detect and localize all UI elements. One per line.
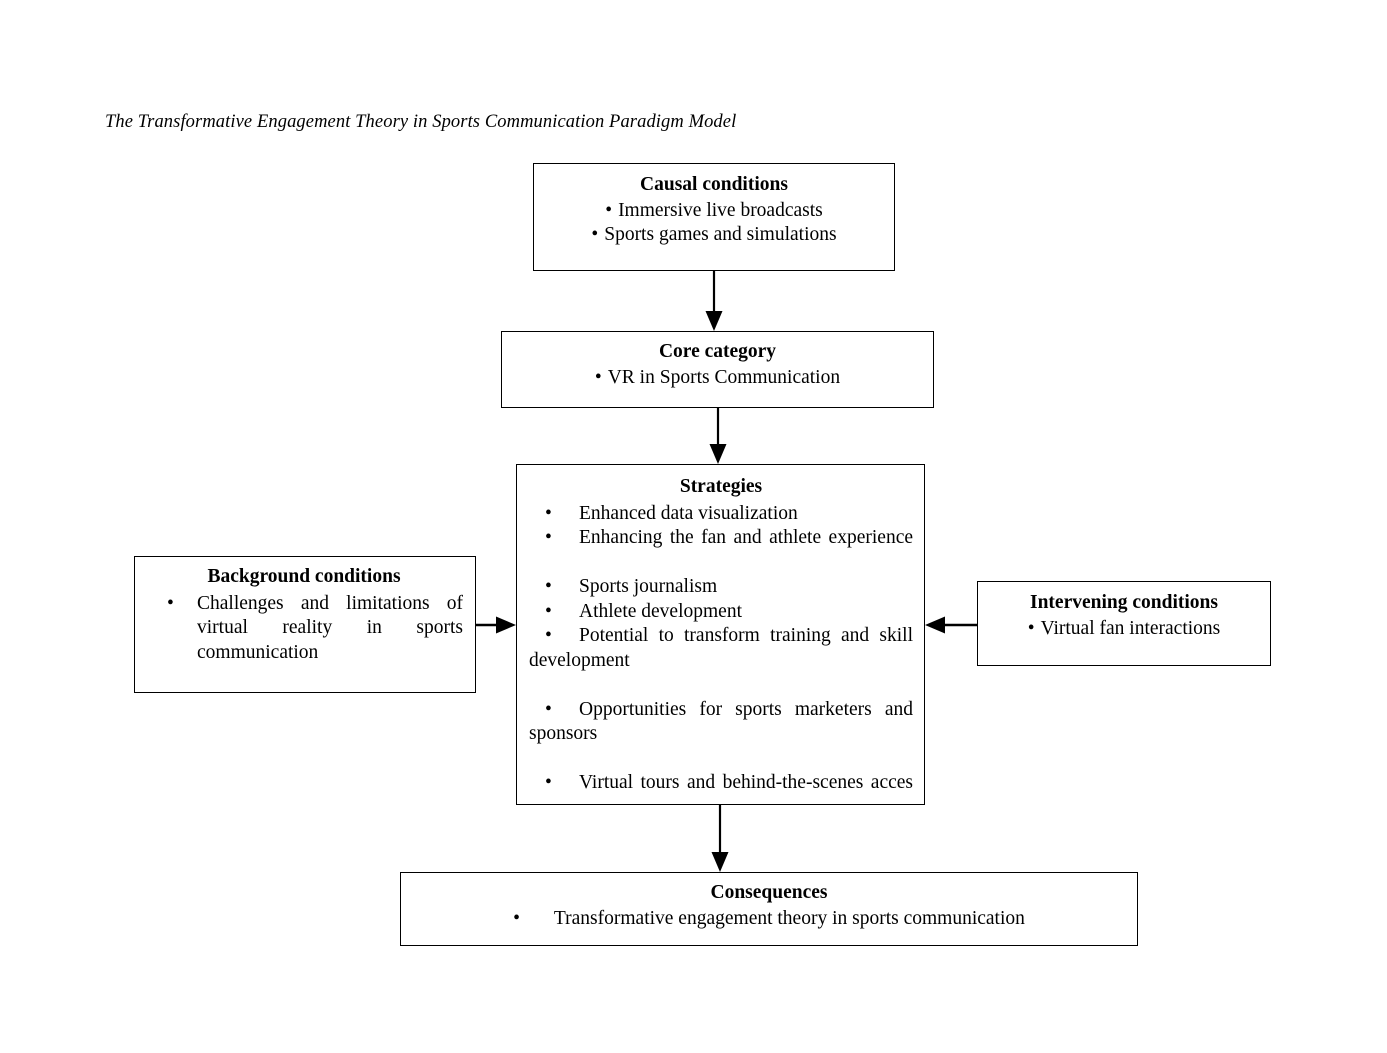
list-item: •Virtual fan interactions — [986, 617, 1262, 641]
list-item-label: Virtual fan interactions — [1040, 617, 1221, 639]
list-item: •VR in Sports Communication — [502, 366, 933, 390]
node-core-category: Core category •VR in Sports Communicatio… — [501, 331, 934, 408]
list-item: •Potential to transform training and ski… — [529, 624, 913, 697]
node-consequences: Consequences • Transformative engagement … — [400, 872, 1138, 946]
list-item: • Challenges and limitations of virtual r… — [145, 592, 463, 665]
bullet-icon: • — [513, 907, 520, 929]
list-item-label: Opportunities for sports marketers and s… — [529, 698, 913, 744]
bullet-icon: • — [591, 224, 599, 246]
node-core-category-title: Core category — [658, 341, 777, 362]
list-item-label: Virtual tours and behind-the-scenes acce… — [579, 771, 913, 793]
list-item-label: Athlete development — [579, 600, 742, 622]
node-causal-conditions-list: •Immersive live broadcasts •Sports games… — [534, 199, 894, 248]
node-strategies-list: • Enhanced data visualization • Enhancing … — [529, 502, 913, 820]
node-causal-conditions-title: Causal conditions — [640, 174, 788, 195]
list-item: • Enhanced data visualization — [529, 502, 913, 526]
list-item: • Transformative engagement theory in spo… — [411, 907, 1127, 931]
node-intervening-conditions: Intervening conditions •Virtual fan inte… — [977, 581, 1271, 666]
node-consequences-title: Consequences — [710, 882, 828, 903]
node-strategies-title: Strategies — [679, 476, 763, 497]
list-item-label: Transformative engagement theory in spor… — [553, 907, 1025, 929]
bullet-icon: • — [545, 698, 552, 720]
node-intervening-conditions-list: •Virtual fan interactions — [986, 617, 1262, 641]
list-item-label: Enhancing the fan and athlete experience — [579, 527, 913, 549]
node-intervening-conditions-title: Intervening conditions — [1030, 592, 1218, 613]
list-item: • Enhancing the fan and athlete experienc… — [529, 526, 913, 575]
list-item: • Athlete development — [529, 600, 913, 624]
bullet-icon: • — [1027, 617, 1035, 639]
list-item: •Immersive live broadcasts — [534, 199, 894, 223]
bullet-icon: • — [545, 576, 552, 598]
list-item: • Sports journalism — [529, 575, 913, 599]
node-background-conditions-list: • Challenges and limitations of virtual r… — [145, 592, 463, 665]
connector-intervening-to-strategies — [925, 616, 977, 634]
list-item: • Virtual tours and behind-the-scenes acc… — [529, 771, 913, 820]
connector-causal-to-core — [705, 271, 723, 331]
node-causal-conditions: Causal conditions •Immersive live broadc… — [533, 163, 895, 271]
list-item-label: VR in Sports Communication — [607, 366, 841, 388]
node-core-category-list: •VR in Sports Communication — [502, 366, 933, 390]
page-title: The Transformative Engagement Theory in … — [105, 112, 737, 132]
node-consequences-list: • Transformative engagement theory in spo… — [411, 907, 1127, 931]
node-strategies: Strategies •Enhanced data visualization … — [516, 464, 925, 805]
node-background-conditions: Background conditions • Challenges and li… — [134, 556, 476, 693]
list-item-label: Challenges and limitations of virtual re… — [197, 592, 463, 663]
bullet-icon: • — [545, 502, 552, 524]
bullet-icon: • — [545, 625, 552, 647]
connector-core-to-strategies — [709, 408, 727, 464]
list-item-label: Enhanced data visualization — [579, 502, 798, 524]
list-item-label: Sports journalism — [579, 576, 718, 598]
bullet-icon: • — [545, 600, 552, 622]
list-item-label: Immersive live broadcasts — [618, 199, 823, 221]
list-item: •Opportunities for sports marketers and … — [529, 698, 913, 771]
list-item-label: Sports games and simulations — [604, 224, 837, 246]
list-item-label: Potential to transform training and skil… — [529, 625, 913, 671]
node-background-conditions-title: Background conditions — [207, 566, 401, 587]
bullet-icon: • — [605, 199, 613, 221]
list-item: •Sports games and simulations — [534, 223, 894, 247]
bullet-icon: • — [167, 592, 174, 614]
bullet-icon: • — [545, 527, 552, 549]
bullet-icon: • — [545, 771, 552, 793]
connector-background-to-strategies — [476, 616, 516, 634]
bullet-icon: • — [594, 366, 602, 388]
